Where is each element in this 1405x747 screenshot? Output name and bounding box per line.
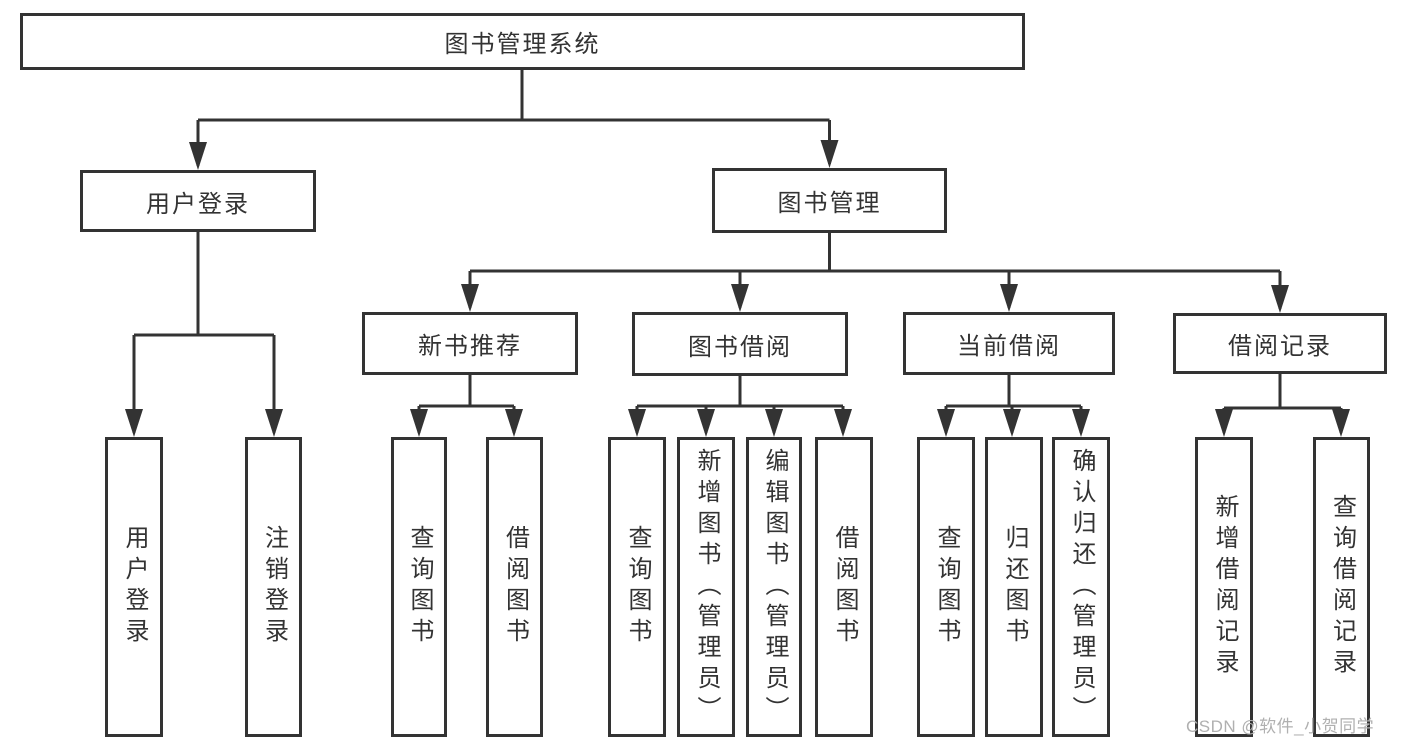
leaf-query-borrow-record-label: 查询借阅记录 [1328,494,1356,680]
node-new-book-recommend-label: 新书推荐 [418,333,522,360]
leaf-return-book-label: 归还图书 [1001,525,1028,649]
leaf-query-book-1-label: 查询图书 [406,525,433,649]
leaf-user-login: 用户登录 [105,437,163,737]
leaf-confirm-return-admin: 确认归还（管理员） [1052,437,1110,737]
leaf-edit-book-admin-label: 编辑图书（管理员） [761,447,788,727]
leaf-query-book-3: 查询图书 [917,437,975,737]
node-book-borrow: 图书借阅 [632,312,848,376]
node-user-login-label: 用户登录 [146,190,250,218]
node-book-management: 图书管理 [712,168,947,233]
node-borrow-records-label: 借阅记录 [1228,333,1332,360]
arrowheads [125,140,1350,437]
leaf-logout-label: 注销登录 [260,525,288,649]
leaf-add-book-admin-label: 新增图书（管理员） [693,447,720,727]
watermark: CSDN @软件_小贺同学 [1186,717,1375,736]
leaf-add-book-admin: 新增图书（管理员） [677,437,735,737]
node-current-borrow-label: 当前借阅 [957,333,1061,360]
leaf-logout: 注销登录 [245,437,302,737]
node-book-management-label: 图书管理 [777,190,882,217]
leaf-borrow-book-1: 借阅图书 [486,437,543,737]
leaf-borrow-book-2: 借阅图书 [815,437,873,737]
leaf-add-borrow-record-label: 新增借阅记录 [1211,494,1238,680]
node-root: 图书管理系统 [20,13,1025,70]
leaf-confirm-return-admin-label: 确认归还（管理员） [1068,447,1095,727]
leaf-query-borrow-record: 查询借阅记录 [1313,437,1370,737]
leaf-borrow-book-1-label: 借阅图书 [501,525,529,649]
node-book-borrow-label: 图书借阅 [688,333,792,361]
leaf-query-book-2: 查询图书 [608,437,666,737]
node-user-login: 用户登录 [80,170,316,232]
leaf-query-book-1: 查询图书 [391,437,447,737]
node-borrow-records: 借阅记录 [1173,313,1387,374]
node-root-label: 图书管理系统 [444,31,601,58]
leaf-return-book: 归还图书 [985,437,1043,737]
leaf-add-borrow-record: 新增借阅记录 [1195,437,1253,737]
leaf-borrow-book-2-label: 借阅图书 [831,525,858,649]
leaf-edit-book-admin: 编辑图书（管理员） [746,437,802,737]
leaf-query-book-2-label: 查询图书 [624,525,651,649]
node-current-borrow: 当前借阅 [903,312,1115,375]
leaf-user-login-label: 用户登录 [121,525,148,649]
node-new-book-recommend: 新书推荐 [362,312,578,375]
leaf-query-book-3-label: 查询图书 [933,525,960,649]
